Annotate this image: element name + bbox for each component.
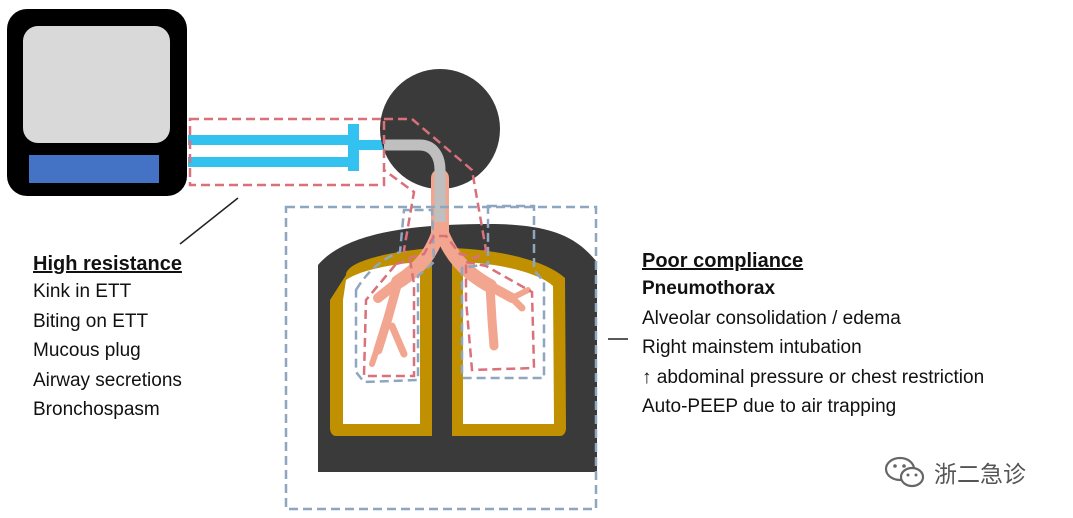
high-resistance-list: High resistance Kink in ETT Biting on ET…: [33, 251, 182, 425]
resistance-outlines: [188, 117, 536, 378]
poor-compliance-title: Poor compliance: [642, 250, 804, 272]
compliance-item: Alveolar consolidation / edema: [642, 307, 901, 329]
resistance-item: Kink in ETT: [33, 281, 132, 302]
high-resistance-title: High resistance: [33, 253, 182, 275]
resistance-leader-line: [179, 197, 239, 245]
resistance-item: Biting on ETT: [33, 310, 149, 332]
compliance-item: Pneumothorax: [642, 278, 776, 299]
resistance-item: Airway secretions: [33, 369, 182, 391]
compliance-outlines: [284, 204, 598, 511]
ventilator-screen: [23, 26, 170, 143]
compliance-item: Right mainstem intubation: [642, 337, 862, 358]
poor-compliance-list: Poor compliance Pneumothorax Alveolar co…: [642, 248, 984, 422]
watermark: 浙二急诊: [884, 455, 1026, 489]
ventilator: [7, 9, 187, 196]
resistance-item: Bronchospasm: [33, 399, 160, 420]
ventilator-panel: [29, 155, 159, 183]
resistance-item: Mucous plug: [33, 340, 141, 361]
endotracheal-tube: [384, 139, 446, 222]
ventilator-tubing: [188, 124, 384, 171]
head: [380, 69, 500, 189]
compliance-item: ↑ abdominal pressure or chest restrictio…: [642, 366, 985, 388]
watermark-text: 浙二急诊: [934, 462, 1026, 488]
right-lung: [463, 262, 554, 424]
compliance-item: Auto-PEEP due to air trapping: [642, 396, 897, 417]
wechat-icon: [884, 456, 925, 488]
